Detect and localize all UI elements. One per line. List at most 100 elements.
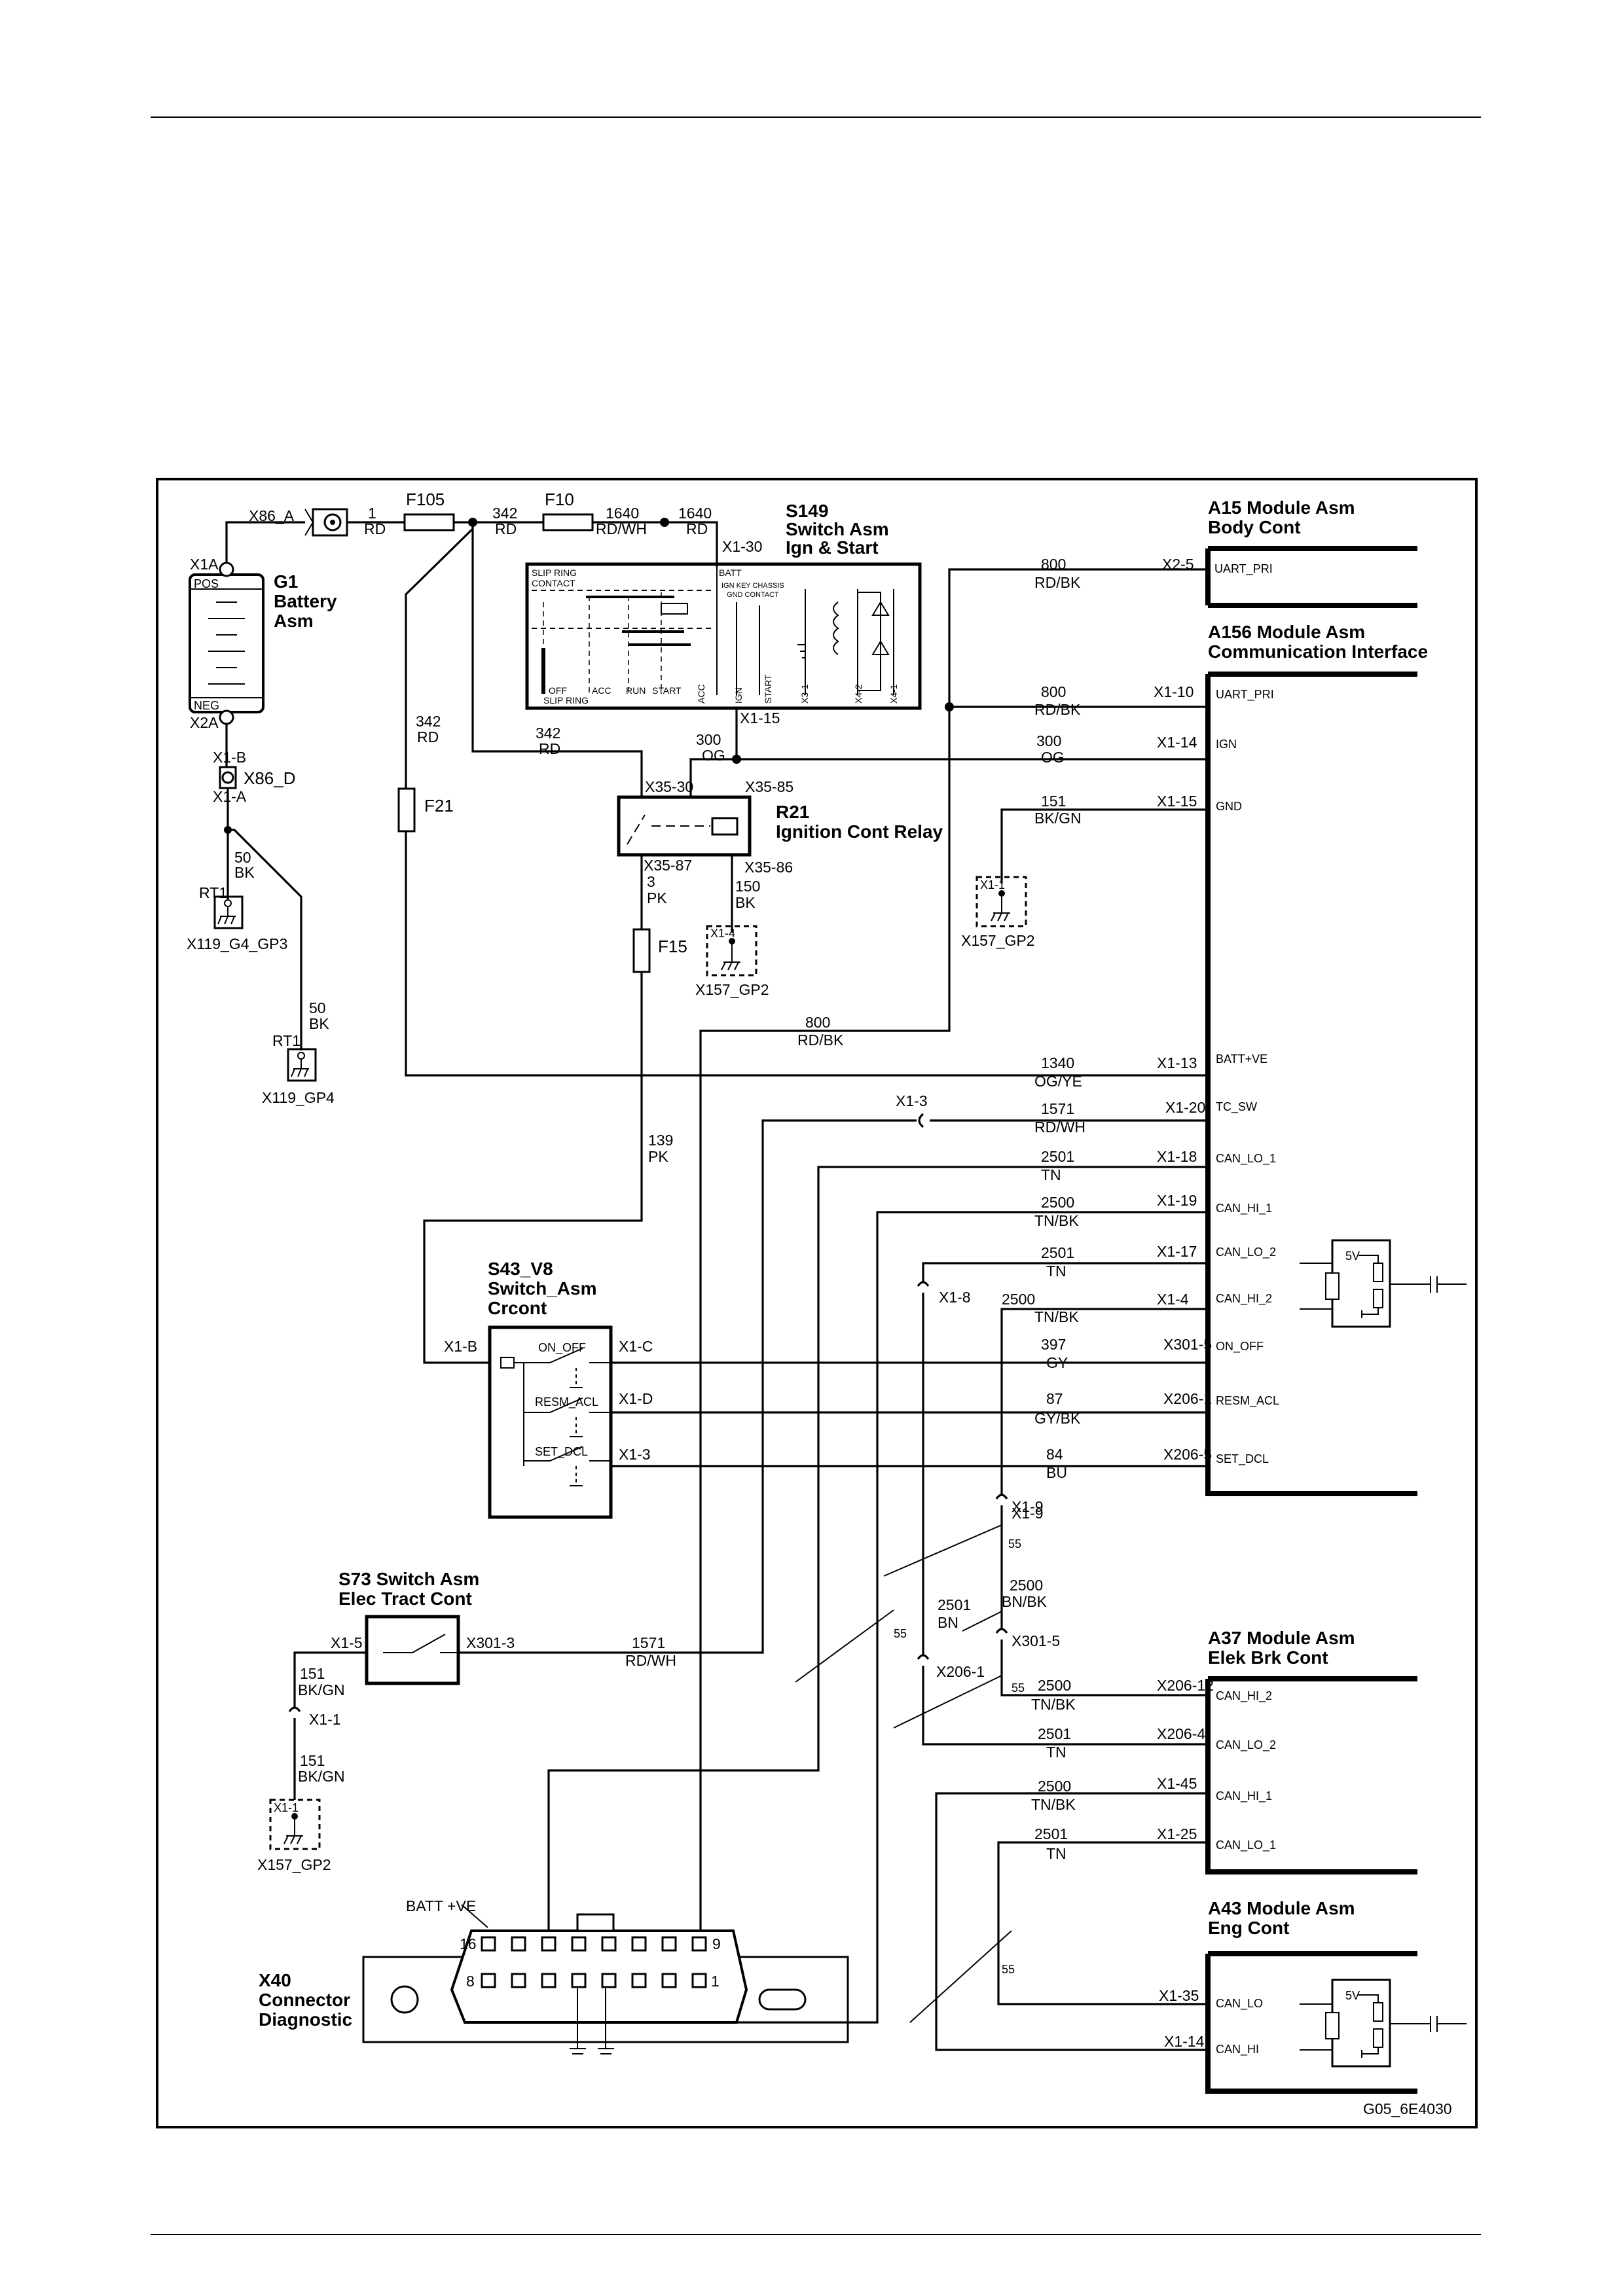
- svg-text:800: 800: [1041, 683, 1066, 700]
- svg-text:X1-20: X1-20: [1165, 1099, 1205, 1116]
- s149-switch-asm: S149 Switch Asm Ign & Start SLIP RING CO…: [525, 501, 922, 710]
- svg-text:X1-5: X1-5: [331, 1634, 363, 1651]
- svg-text:BK: BK: [234, 864, 255, 881]
- footer-rule: [151, 2234, 1481, 2235]
- svg-text:F105: F105: [406, 490, 445, 509]
- svg-text:RD/BK: RD/BK: [1034, 701, 1081, 718]
- svg-text:GND CONTACT: GND CONTACT: [727, 591, 779, 599]
- svg-text:X1-3: X1-3: [896, 1092, 928, 1109]
- svg-text:PK: PK: [647, 889, 667, 906]
- svg-text:GY: GY: [1046, 1354, 1068, 1371]
- svg-text:F15: F15: [658, 937, 687, 956]
- svg-text:BATT +VE: BATT +VE: [406, 1897, 476, 1914]
- svg-text:CAN_LO: CAN_LO: [1216, 1997, 1263, 2011]
- svg-text:342: 342: [536, 725, 560, 742]
- a43-engine-control: A43 Module Asm Eng Cont CAN_LO CAN_HI 5V: [1205, 1898, 1467, 2094]
- svg-text:X119_GP4: X119_GP4: [262, 1089, 335, 1106]
- svg-text:RD: RD: [364, 520, 386, 537]
- svg-text:2501: 2501: [1034, 1825, 1068, 1842]
- svg-text:8: 8: [466, 1973, 475, 1990]
- svg-text:IGN KEY CHASSIS: IGN KEY CHASSIS: [721, 582, 784, 590]
- svg-text:CAN_HI: CAN_HI: [1216, 2043, 1259, 2056]
- svg-text:RD: RD: [686, 520, 708, 537]
- svg-text:OG: OG: [702, 747, 725, 764]
- diagnostic-pin: [691, 1936, 707, 1952]
- svg-text:X1-14: X1-14: [1164, 2033, 1205, 2050]
- svg-text:Ignition Cont Relay: Ignition Cont Relay: [776, 821, 943, 842]
- svg-text:GND: GND: [1216, 800, 1242, 813]
- svg-text:S43_V8: S43_V8: [488, 1259, 553, 1279]
- fuse-f15: F15: [632, 928, 687, 973]
- svg-text:TN/BK: TN/BK: [1031, 1796, 1076, 1813]
- svg-text:X86_D: X86_D: [244, 768, 296, 788]
- a15-body-control: A15 Module Asm Body Cont UART_PRI: [1205, 497, 1417, 608]
- svg-text:ON_OFF: ON_OFF: [1216, 1340, 1264, 1354]
- svg-text:5V: 5V: [1345, 1989, 1360, 2002]
- svg-text:RT1: RT1: [272, 1032, 301, 1049]
- diagnostic-pin: [511, 1973, 526, 1988]
- svg-text:X4-2: X4-2: [853, 684, 864, 704]
- svg-text:Communication Interface: Communication Interface: [1208, 641, 1428, 662]
- diagnostic-pin: [481, 1936, 496, 1952]
- svg-text:SLIP RING: SLIP RING: [543, 695, 589, 706]
- svg-text:139: 139: [648, 1132, 673, 1149]
- diagnostic-pin: [661, 1936, 677, 1952]
- svg-text:X1-14: X1-14: [1157, 734, 1197, 751]
- diagnostic-pin: [691, 1973, 707, 1988]
- svg-text:RD/WH: RD/WH: [1034, 1119, 1085, 1136]
- svg-text:SLIP RING: SLIP RING: [532, 567, 577, 578]
- svg-text:BN/BK: BN/BK: [1002, 1593, 1048, 1610]
- svg-text:2501: 2501: [1038, 1725, 1071, 1742]
- diagnostic-pin: [571, 1973, 587, 1988]
- ground-x119-gp4: RT1 X119_GP4: [262, 1032, 335, 1106]
- svg-text:TC_SW: TC_SW: [1216, 1100, 1257, 1114]
- svg-text:Switch Asm: Switch Asm: [786, 519, 889, 539]
- svg-text:X1-15: X1-15: [1157, 793, 1197, 810]
- svg-text:X4-1: X4-1: [888, 684, 899, 704]
- svg-text:A15 Module Asm: A15 Module Asm: [1208, 497, 1355, 518]
- diagnostic-pin: [541, 1973, 556, 1988]
- svg-text:2500: 2500: [1041, 1194, 1074, 1211]
- fuse-f10: F10: [542, 490, 594, 531]
- svg-text:F10: F10: [545, 490, 574, 509]
- svg-text:Asm: Asm: [274, 611, 314, 631]
- diagnostic-pin: [601, 1973, 617, 1988]
- svg-text:X1-15: X1-15: [740, 709, 780, 726]
- svg-text:X206-1: X206-1: [936, 1663, 985, 1680]
- svg-text:X301-3: X301-3: [466, 1634, 515, 1651]
- svg-text:ON_OFF: ON_OFF: [538, 1341, 586, 1355]
- a156-termination-block: 5V: [1325, 1239, 1467, 1328]
- svg-text:2500: 2500: [1038, 1677, 1071, 1694]
- svg-text:Ign & Start: Ign & Start: [786, 537, 879, 558]
- svg-text:BK/GN: BK/GN: [1034, 810, 1082, 827]
- svg-text:PK: PK: [648, 1148, 668, 1165]
- svg-text:X1-4: X1-4: [710, 927, 735, 940]
- svg-text:RD: RD: [417, 728, 439, 745]
- svg-text:RT1: RT1: [199, 884, 227, 901]
- svg-text:TN/BK: TN/BK: [1031, 1696, 1076, 1713]
- svg-text:G1: G1: [274, 571, 298, 592]
- svg-text:X1-9: X1-9: [1012, 1498, 1044, 1515]
- svg-text:1640: 1640: [606, 505, 639, 522]
- svg-text:TN/BK: TN/BK: [1034, 1212, 1079, 1229]
- diagnostic-pin: [571, 1936, 587, 1952]
- svg-text:5V: 5V: [1345, 1249, 1360, 1263]
- svg-text:Elec Tract Cont: Elec Tract Cont: [338, 1588, 472, 1609]
- svg-text:1571: 1571: [632, 1634, 665, 1651]
- svg-text:X157_GP2: X157_GP2: [695, 981, 769, 998]
- svg-text:1340: 1340: [1041, 1054, 1074, 1071]
- svg-text:X1-C: X1-C: [619, 1338, 653, 1355]
- svg-text:Crcont: Crcont: [488, 1298, 547, 1318]
- svg-text:16: 16: [460, 1935, 477, 1952]
- svg-text:RESM_ACL: RESM_ACL: [1216, 1394, 1279, 1408]
- svg-text:X1-4: X1-4: [1157, 1291, 1189, 1308]
- svg-text:CAN_LO_2: CAN_LO_2: [1216, 1738, 1276, 1752]
- svg-text:Elek Brk Cont: Elek Brk Cont: [1208, 1647, 1328, 1668]
- svg-text:OG/YE: OG/YE: [1034, 1073, 1082, 1090]
- svg-text:1571: 1571: [1041, 1100, 1074, 1117]
- svg-text:BN: BN: [938, 1614, 958, 1631]
- svg-text:START: START: [763, 674, 773, 704]
- fuse-f105: F105: [403, 490, 455, 531]
- svg-text:Body Cont: Body Cont: [1208, 517, 1301, 537]
